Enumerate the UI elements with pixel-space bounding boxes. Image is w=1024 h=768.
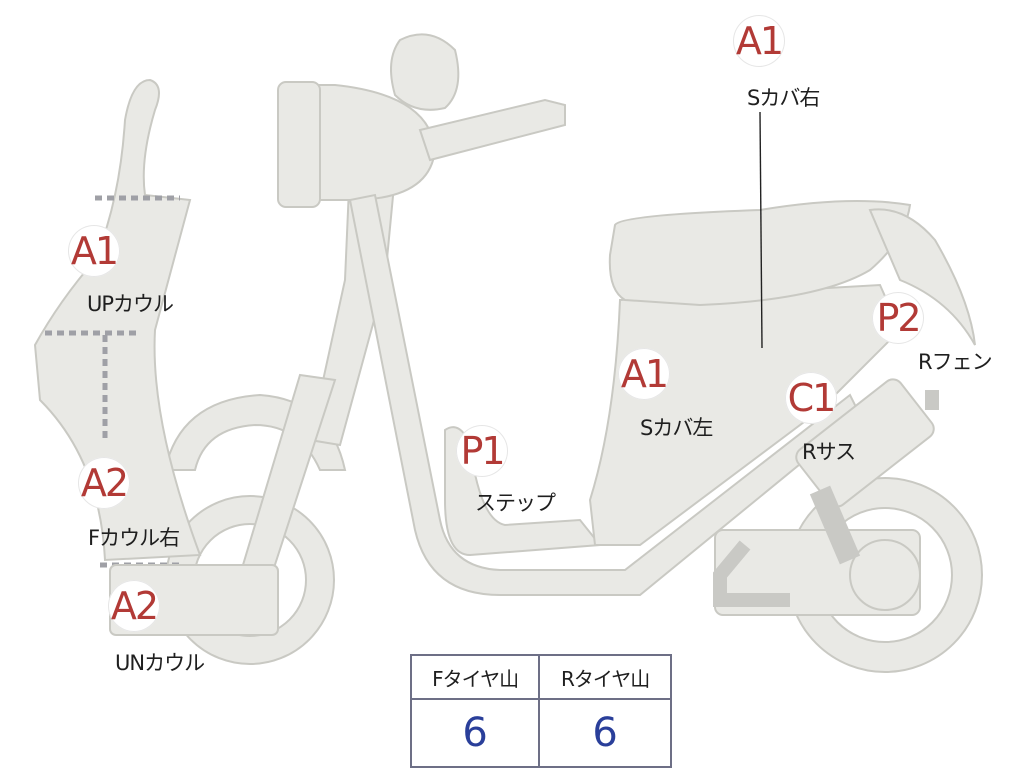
marker-rfender[interactable]: P2 (872, 292, 924, 344)
tire-tread-table: Fタイヤ山 Rタイヤ山 6 6 (409, 654, 672, 768)
marker-label-scover-left: Sカバ左 (640, 416, 713, 440)
front-tire-value: 6 (409, 698, 541, 768)
marker-step[interactable]: P1 (456, 425, 508, 477)
shock-rod (809, 485, 861, 565)
marker-label-upcowl: UPカウル (87, 292, 174, 316)
damage-code: C1 (787, 376, 837, 420)
marker-upcowl[interactable]: A1 (68, 225, 120, 277)
marker-label-scover-right: Sカバ右 (747, 86, 820, 110)
suspension-bolt (925, 390, 939, 410)
marker-label-uncowl: UNカウル (115, 651, 205, 675)
marker-scover-right[interactable]: A1 (733, 15, 785, 67)
damage-code: P2 (876, 296, 921, 340)
marker-rsus[interactable]: C1 (785, 372, 837, 424)
damage-code: P1 (460, 429, 505, 473)
damage-code: A1 (735, 19, 784, 63)
marker-fcowl-right[interactable]: A2 (78, 457, 130, 509)
rear-tire-value: 6 (538, 698, 672, 768)
damage-code: A1 (70, 229, 119, 273)
rear-tire-header: Rタイヤ山 (538, 654, 672, 700)
rear-fender (868, 208, 976, 346)
marker-label-fcowl-right: Fカウル右 (88, 526, 180, 550)
damage-code: A2 (110, 584, 159, 628)
headlight (277, 81, 321, 208)
front-tire-header: Fタイヤ山 (409, 654, 541, 700)
mirror (390, 33, 460, 111)
marker-label-rsus: Rサス (802, 440, 856, 464)
damage-code: A1 (620, 352, 669, 396)
marker-label-step: ステップ (475, 491, 556, 515)
side-cover (588, 283, 902, 546)
damage-code: A2 (80, 461, 129, 505)
marker-scover-left[interactable]: A1 (618, 348, 670, 400)
handlebar (418, 98, 566, 162)
leader-line (759, 111, 763, 349)
floor-step (444, 426, 602, 557)
marker-label-rfender: Rフェン (918, 350, 993, 374)
rear-hub (849, 539, 921, 611)
marker-uncowl[interactable]: A2 (108, 580, 160, 632)
rear-suspension (795, 378, 935, 508)
muffler-pipe (713, 540, 790, 607)
fcowl-cut-line (45, 330, 140, 440)
